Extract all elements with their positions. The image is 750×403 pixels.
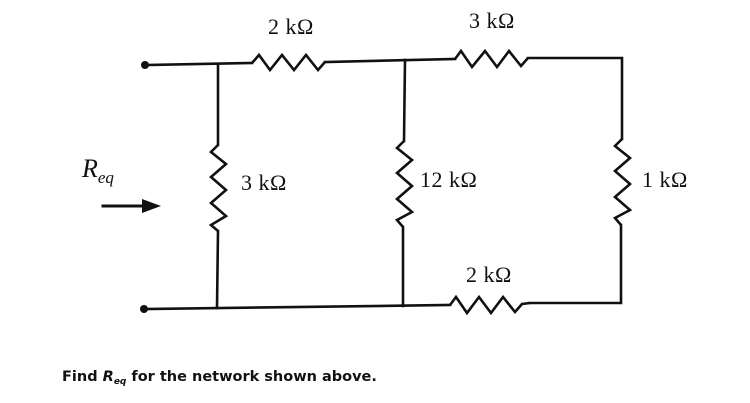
caption-var-sub: eq [113,377,127,387]
middle-branch-top-wire [402,58,407,143]
label-bottom-2k: 2 kΩ [466,262,512,287]
top-wire-left [143,61,254,67]
top-wire-right [526,56,624,141]
resistor-top-3k-zigzag [453,48,529,70]
label-top-3k: 3 kΩ [469,8,515,33]
resistor-shunt-3k-zigzag [208,144,229,232]
label-top-2k: 2 kΩ [268,14,314,39]
req-label-sub: eq [97,168,114,187]
right-branch-bottom-wire [528,223,623,305]
resistor-shunt-1k-zigzag [612,138,633,226]
problem-caption: Find Req for the network shown above. [62,369,377,387]
label-shunt-12k: 12 kΩ [420,167,478,192]
req-label: Req [82,154,114,188]
resistor-top-2k-zigzag [251,52,326,73]
left-branch-bottom-wire [215,229,220,310]
label-shunt-1k: 1 kΩ [642,167,688,192]
caption-suffix: for the network shown above. [126,369,377,385]
label-shunt-3k: 3 kΩ [241,170,287,195]
caption-var-main: R [102,369,114,385]
resistor-shunt-12k-zigzag [394,140,415,228]
caption-prefix: Find [62,369,103,385]
top-wire-middle [323,57,457,64]
resistor-bottom-2k-zigzag [448,294,531,316]
bottom-wire-left [142,303,452,311]
arrow-right-icon [142,199,161,213]
req-label-main: R [82,154,98,183]
